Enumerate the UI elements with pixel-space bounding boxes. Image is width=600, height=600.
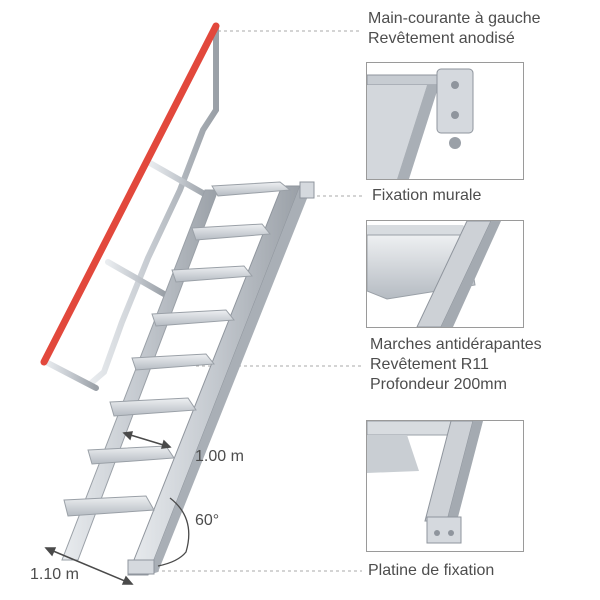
dimension-base-width: [44, 547, 134, 585]
steps-label-line2: Revêtement R11: [370, 356, 489, 373]
step-width-label: 1.00 m: [195, 448, 244, 465]
angle-arc: [157, 497, 190, 567]
steps: [63, 181, 292, 517]
handrail-label: Main-courante à gauche Revêtement anodis…: [368, 9, 541, 49]
handrail-label-line1: Main-courante à gauche: [368, 10, 541, 27]
handrail-frame: [43, 25, 219, 391]
base-plate-text: Platine de fixation: [368, 562, 495, 579]
base-plate: [127, 559, 155, 575]
dimension-step-width: [122, 431, 172, 449]
stringers: [61, 185, 312, 576]
wall-fixing-text: Fixation murale: [372, 187, 482, 204]
leader-lines: [150, 30, 362, 572]
handrail-red: [40, 22, 220, 366]
base-plate-label: Platine de fixation: [368, 561, 494, 581]
detail-wall-fixing: [366, 62, 524, 180]
wall-bracket: [299, 181, 315, 199]
base-width-label: 1.10 m: [30, 566, 79, 583]
wall-fixing-label: Fixation murale: [372, 186, 481, 206]
steps-label: Marches antidérapantes Revêtement R11 Pr…: [370, 335, 542, 395]
steps-label-line3: Profondeur 200mm: [370, 376, 507, 393]
handrail-label-line2: Revêtement anodisé: [368, 30, 515, 47]
steps-label-line1: Marches antidérapantes: [370, 336, 542, 353]
detail-base-plate: [366, 420, 524, 552]
angle-label: 60°: [195, 512, 220, 529]
detail-steps: [366, 220, 524, 328]
